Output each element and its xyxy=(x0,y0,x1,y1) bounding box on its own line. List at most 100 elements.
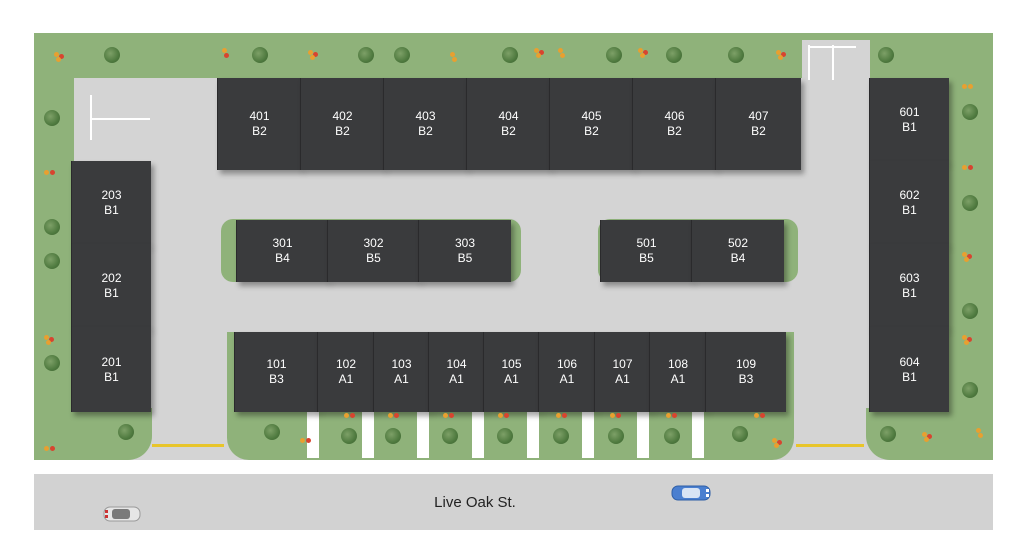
flower-icon xyxy=(54,52,66,62)
tree-icon xyxy=(252,47,268,63)
unit-number: 203 xyxy=(101,188,122,202)
unit-plan: B4 xyxy=(275,251,290,265)
tree-icon xyxy=(44,355,60,371)
flower-icon xyxy=(962,165,974,175)
unit-plan: A1 xyxy=(449,372,464,386)
parking-stripe xyxy=(90,95,92,140)
flower-icon xyxy=(962,335,974,345)
driveway-stripe xyxy=(417,412,429,458)
flower-icon xyxy=(772,438,784,448)
flower-icon xyxy=(962,252,974,262)
unit-plan: A1 xyxy=(394,372,409,386)
unit-number: 407 xyxy=(748,109,769,123)
flower-icon xyxy=(962,84,974,94)
driveway-stripe xyxy=(582,412,594,458)
unit-number: 106 xyxy=(556,357,578,371)
unit-number: 102 xyxy=(335,357,357,371)
unit-number: 105 xyxy=(501,357,522,371)
parking-stripe xyxy=(808,46,856,48)
curb-marking-left xyxy=(152,444,224,447)
tree-icon xyxy=(880,426,896,442)
tree-icon xyxy=(666,47,682,63)
unit-number: 107 xyxy=(612,357,633,371)
street-label: Live Oak St. xyxy=(434,494,516,511)
unit-number: 401 xyxy=(249,109,270,123)
unit-plan: B1 xyxy=(902,369,917,384)
driveway-stripe xyxy=(692,412,704,458)
tree-icon xyxy=(497,428,513,444)
tree-icon xyxy=(44,253,60,269)
flower-icon xyxy=(976,428,988,438)
unit-plan: B2 xyxy=(584,124,599,138)
unit-number: 602 xyxy=(899,188,920,202)
unit-number: 303 xyxy=(454,236,476,250)
unit-number: 502 xyxy=(727,236,749,250)
unit-plan: B2 xyxy=(667,124,682,138)
unit-number: 301 xyxy=(272,236,293,250)
parking-lot-upper-right xyxy=(802,40,870,160)
unit-plan: B2 xyxy=(751,124,766,138)
unit-number: 603 xyxy=(899,271,920,285)
tree-icon xyxy=(553,428,569,444)
flower-icon xyxy=(922,432,934,442)
tree-icon xyxy=(664,428,680,444)
street-live-oak xyxy=(34,474,993,530)
unit-plan: B5 xyxy=(366,251,381,265)
unit-plan: B2 xyxy=(501,124,516,138)
unit-number: 406 xyxy=(664,109,685,123)
tree-icon xyxy=(608,428,624,444)
driveway-stripe xyxy=(362,412,374,458)
tree-icon xyxy=(44,219,60,235)
flower-icon xyxy=(388,413,400,423)
grass-right-strip xyxy=(948,33,993,408)
tree-icon xyxy=(104,47,120,63)
unit-plan: B1 xyxy=(104,369,119,384)
flower-icon xyxy=(534,48,546,58)
parking-stripe xyxy=(90,118,150,120)
tree-icon xyxy=(385,428,401,444)
unit-plan: A1 xyxy=(670,372,686,386)
tree-icon xyxy=(878,47,894,63)
tree-icon xyxy=(962,303,978,319)
unit-plan: B1 xyxy=(902,120,917,134)
tree-icon xyxy=(442,428,458,444)
flower-icon xyxy=(300,438,312,448)
unit-plan: A1 xyxy=(504,372,519,386)
flower-icon xyxy=(638,48,650,58)
unit-number: 404 xyxy=(498,109,519,123)
driveway-stripe xyxy=(307,412,319,458)
unit-number: 501 xyxy=(636,236,657,250)
unit-number: 101 xyxy=(266,357,287,371)
flower-icon xyxy=(222,48,234,58)
tree-icon xyxy=(341,428,357,444)
flower-icon xyxy=(498,413,510,423)
